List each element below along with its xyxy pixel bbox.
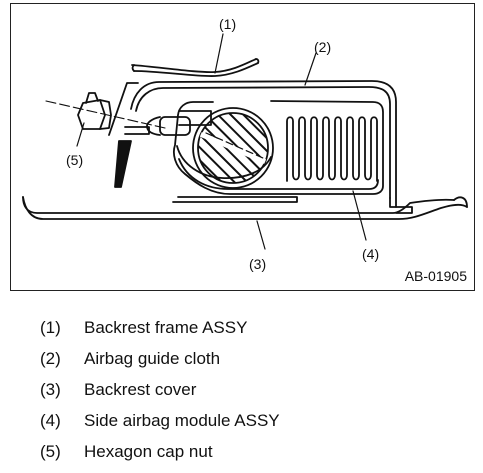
legend-number: (3) (40, 380, 61, 399)
legend-item: (4) Side airbag module ASSY (40, 411, 280, 442)
legend-item: (1) Backrest frame ASSY (40, 318, 280, 349)
legend-list: (1) Backrest frame ASSY (2) Airbag guide c… (40, 318, 280, 473)
legend-label: Hexagon cap nut (84, 442, 213, 461)
airbag-cross-section-drawing (22, 33, 468, 250)
legend-number: (5) (40, 442, 61, 461)
callout-2: (2) (314, 39, 332, 55)
hexagon-cap-nut-shape (45, 92, 166, 188)
side-airbag-module-shape (146, 100, 384, 203)
legend-label: Backrest frame ASSY (84, 318, 248, 337)
backrest-cover-shape (22, 196, 468, 220)
legend-label: Side airbag module ASSY (84, 411, 280, 430)
legend-label: Backrest cover (84, 380, 197, 399)
airbag-guide-cloth-shape (130, 80, 413, 214)
callout-3: (3) (249, 256, 267, 272)
legend-number: (1) (40, 318, 61, 337)
callout-4: (4) (362, 246, 380, 262)
legend-item: (3) Backrest cover (40, 380, 280, 411)
diagram-figure: (1) (2) (3) (4) (5) AB-01905 (10, 3, 475, 291)
legend-number: (4) (40, 411, 61, 430)
callout-5: (5) (66, 152, 84, 168)
legend-number: (2) (40, 349, 61, 368)
callout-1: (1) (219, 16, 237, 32)
legend-item: (2) Airbag guide cloth (40, 349, 280, 380)
legend-label: Airbag guide cloth (84, 349, 221, 368)
callout-leader-lines (76, 33, 367, 250)
legend-item: (5) Hexagon cap nut (40, 442, 280, 473)
figure-code: AB-01905 (404, 268, 467, 284)
